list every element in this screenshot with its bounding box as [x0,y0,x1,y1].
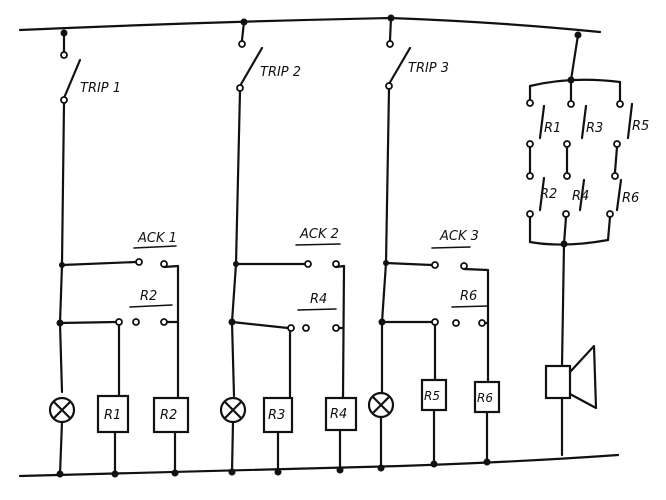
trip-1-label: TRIP 1 [80,81,121,96]
horn-contact-r4: R4 [572,189,589,204]
ack-2-label: ACK 2 [299,227,339,242]
lamp-3 [367,391,395,419]
coil-r6-label: R6 [477,391,493,405]
ack-1-label: ACK 1 [137,231,177,246]
horn-circuit: R1 R3 R5 R2 R4 R6 [526,31,649,457]
ack-3-label: ACK 3 [439,229,479,244]
trip-2-switch-blade [238,46,264,88]
horn-contact-r1: R1 [544,121,561,136]
top-supply-rail [18,16,602,34]
r4-contact-label: R4 [310,292,327,307]
coil-r1-label: R1 [104,408,121,423]
trip-1-switch-blade [62,58,82,100]
horn [544,344,598,410]
coil-r3 [262,396,294,434]
horn-contact-r2: R2 [540,187,557,202]
coil-r3-label: R3 [268,408,285,423]
bottom-return-rail [18,453,620,478]
channel-3: TRIP 3 ACK 3 R6 R5 [367,14,501,472]
horn-contact-r5: R5 [632,119,649,134]
channel-1: TRIP 1 ACK 1 R2 R1 [48,29,190,478]
lamp-2 [219,396,247,424]
r6-contact-label: R6 [460,289,477,304]
horn-contact-r6: R6 [622,191,639,206]
coil-r5-label: R5 [424,389,440,403]
trip-2-label: TRIP 2 [260,65,301,80]
coil-r2 [152,396,190,434]
trip-3-label: TRIP 3 [408,61,449,76]
trip-3-switch-blade [387,46,412,86]
r2-contact-label: R2 [140,289,157,304]
coil-r2-label: R2 [160,408,177,423]
coil-r4-label: R4 [330,407,347,422]
coil-r1 [96,394,130,434]
horn-contact-r3: R3 [586,121,603,136]
channel-2: TRIP 2 ACK 2 R4 R3 [219,18,358,476]
lamp-1 [48,396,76,424]
